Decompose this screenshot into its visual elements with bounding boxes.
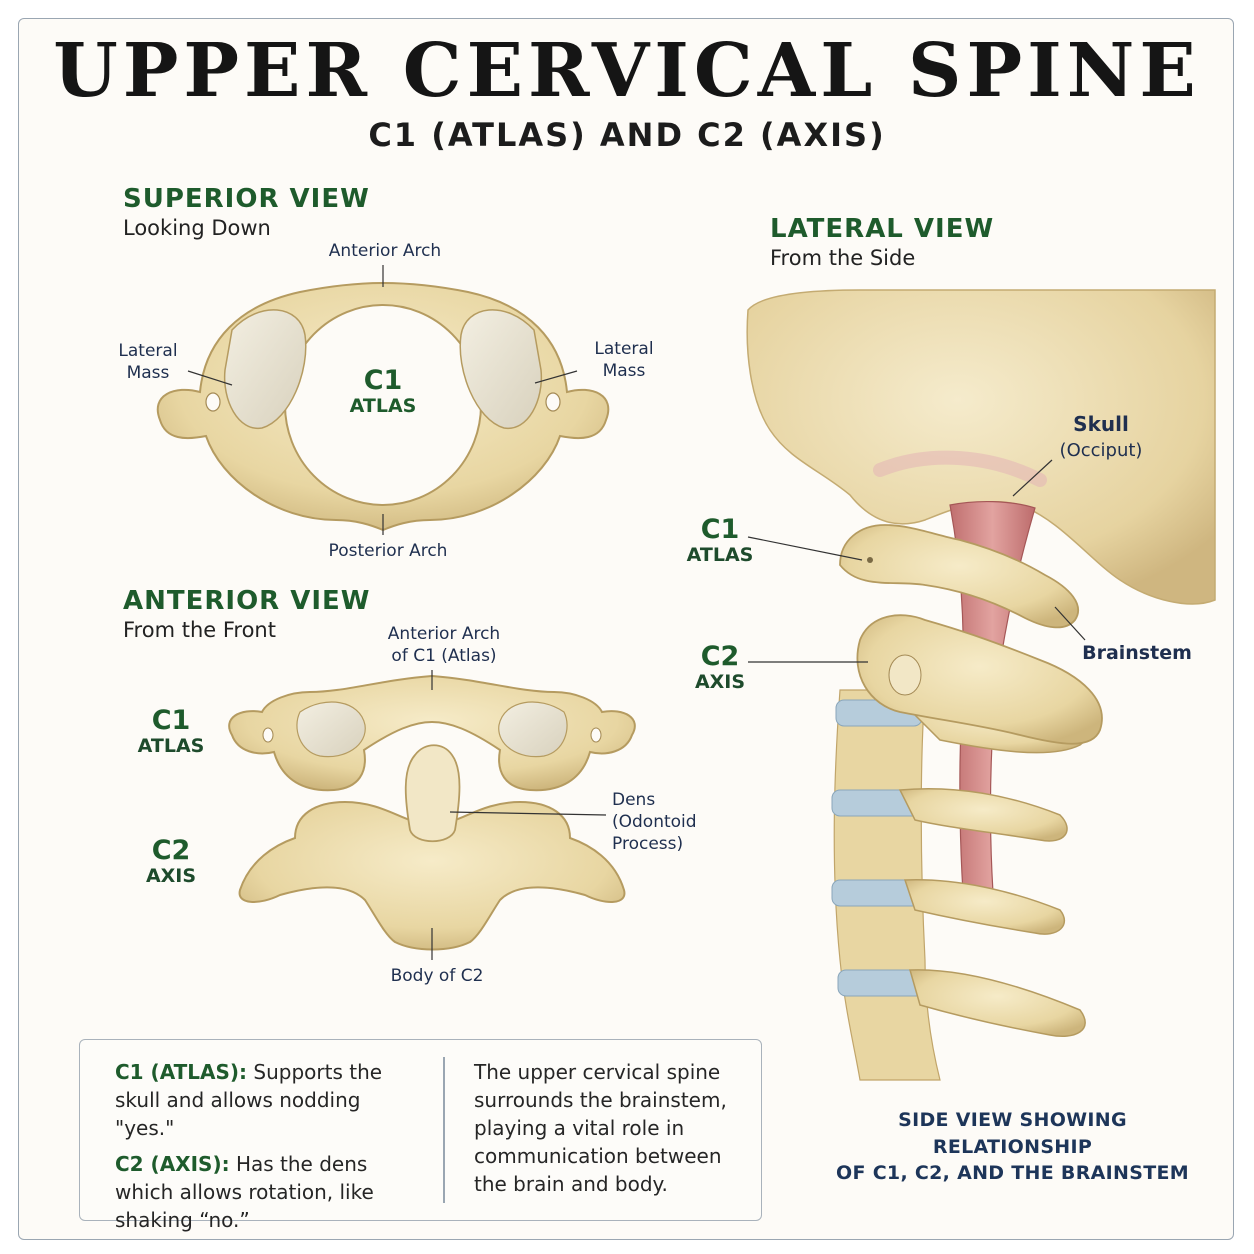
info-right-text: The upper cervical spine surrounds the b… xyxy=(474,1060,727,1196)
anterior-c2-number: C2 xyxy=(151,835,191,866)
anterior-leader-lines xyxy=(431,670,607,960)
lateral-caption: SIDE VIEW SHOWING RELATIONSHIP OF C1, C2… xyxy=(820,1107,1205,1187)
anterior-c1-name: C1 ATLAS xyxy=(126,705,216,758)
lateral-c1-number: C1 xyxy=(700,514,740,545)
lateral-c2-sub: AXIS xyxy=(694,671,746,694)
label-body-of-c2: Body of C2 xyxy=(390,966,484,986)
lateral-view-art xyxy=(746,289,1216,1081)
lateral-caption-line2: OF C1, C2, AND THE BRAINSTEM xyxy=(836,1162,1189,1185)
superior-c1-sub: ATLAS xyxy=(349,394,417,417)
label-lateral-mass-left-line1: Lateral xyxy=(118,341,178,361)
superior-c1-number: C1 xyxy=(363,365,403,396)
anterior-c2-name: C2 AXIS xyxy=(126,835,216,888)
info-left-column: C1 (ATLAS): Supports the skull and allow… xyxy=(115,1058,425,1242)
label-lateral-mass-right-line2: Mass xyxy=(602,361,646,382)
anterior-view-heading: ANTERIOR VIEW xyxy=(123,586,371,616)
anterior-c1-sub: ATLAS xyxy=(137,735,205,758)
anterior-c2-sub: AXIS xyxy=(145,865,197,888)
lateral-c1-name: C1 ATLAS xyxy=(678,514,762,567)
superior-c1-vertebra xyxy=(156,281,610,532)
lateral-c2-number: C2 xyxy=(700,641,740,672)
superior-c1-name: C1 ATLAS xyxy=(323,366,443,417)
superior-view-subheading: Looking Down xyxy=(123,216,271,240)
info-c1-text: Supports the skull and allows nodding "y… xyxy=(115,1060,383,1140)
anterior-c2-vertebra xyxy=(238,744,626,951)
label-anterior-arch: Anterior Arch xyxy=(328,241,442,261)
info-box-divider xyxy=(443,1057,445,1203)
info-c1-term: C1 (ATLAS): xyxy=(115,1060,248,1084)
lateral-caption-line1: SIDE VIEW SHOWING RELATIONSHIP xyxy=(898,1109,1127,1158)
page-title: UPPER CERVICAL SPINE xyxy=(53,28,1201,114)
info-c2-text: Has the dens which allows rotation, like… xyxy=(115,1152,374,1232)
superior-view-heading: SUPERIOR VIEW xyxy=(123,184,370,214)
page-subtitle: C1 (ATLAS) AND C2 (AXIS) xyxy=(368,116,886,154)
poster-frame xyxy=(18,18,1234,1240)
label-dens-line2: (Odontoid xyxy=(612,812,697,833)
label-skull-name: Skull xyxy=(1073,412,1129,436)
lateral-view-subheading: From the Side xyxy=(770,246,916,270)
lateral-leader-lines xyxy=(747,459,1086,663)
label-brainstem: Brainstem xyxy=(1082,642,1192,664)
info-c2-paragraph: C2 (AXIS): Has the dens which allows rot… xyxy=(115,1150,425,1234)
label-anterior-arch-c1-line2: of C1 (Atlas) xyxy=(391,646,497,667)
info-c2-term: C2 (AXIS): xyxy=(115,1152,230,1176)
label-dens-line3: Process) xyxy=(612,834,684,855)
label-posterior-arch: Posterior Arch xyxy=(328,541,448,561)
label-lateral-mass-left: Lateral Mass xyxy=(108,340,188,384)
superior-leader-lines xyxy=(187,265,578,535)
label-anterior-arch-c1: Anterior Arch of C1 (Atlas) xyxy=(374,623,514,667)
info-c1-paragraph: C1 (ATLAS): Supports the skull and allow… xyxy=(115,1058,425,1142)
label-anterior-arch-c1-line1: Anterior Arch xyxy=(387,624,501,644)
label-dens: Dens (Odontoid Process) xyxy=(612,789,722,855)
anterior-c1-number: C1 xyxy=(151,705,191,736)
label-dens-line1: Dens xyxy=(612,790,656,810)
label-lateral-mass-left-line2: Mass xyxy=(126,363,170,384)
label-skull-sub: (Occiput) xyxy=(1059,440,1143,461)
info-box xyxy=(79,1039,762,1221)
label-lateral-mass-right: Lateral Mass xyxy=(584,338,664,382)
lateral-c2-name: C2 AXIS xyxy=(678,641,762,694)
label-lateral-mass-right-line1: Lateral xyxy=(594,339,654,359)
label-skull: Skull (Occiput) xyxy=(1046,412,1156,463)
lateral-view-heading: LATERAL VIEW xyxy=(770,214,995,244)
anterior-c1-vertebra xyxy=(228,674,636,792)
anterior-view-subheading: From the Front xyxy=(123,618,276,642)
lateral-c1-sub: ATLAS xyxy=(686,544,754,567)
